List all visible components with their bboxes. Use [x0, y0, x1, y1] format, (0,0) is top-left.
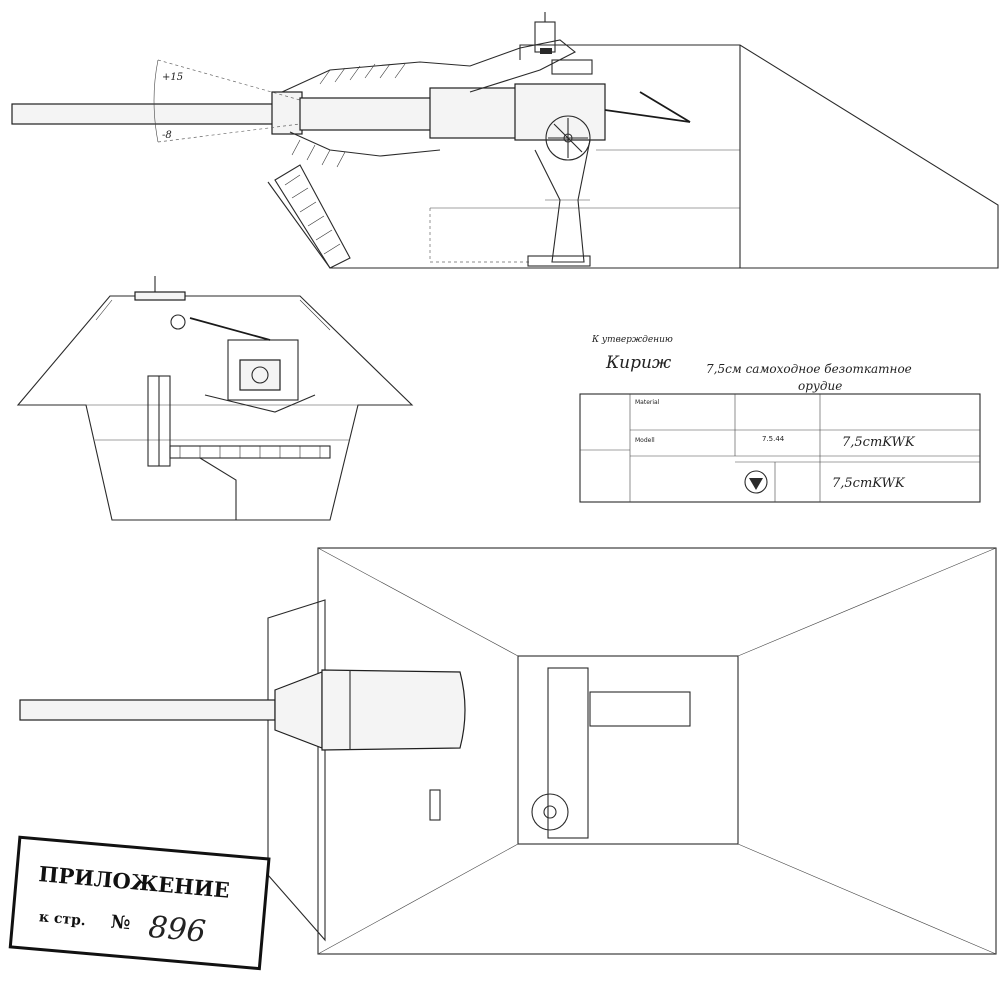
depression-angle-label: -8 — [162, 130, 172, 141]
stamp-prefix: к стр. — [38, 909, 86, 929]
side-elevation-view: +15 -8 — [11, 12, 999, 269]
plan-handwheel — [531, 793, 569, 831]
plan-gun-barrel — [19, 699, 276, 721]
gun-pedestal — [534, 139, 591, 263]
date-value: 7.5.44 — [762, 435, 785, 443]
approval-signature: Кириж — [605, 353, 672, 373]
elevation-angle-label: +15 — [162, 72, 183, 83]
stamp-header: ПРИЛОЖЕНИЕ — [38, 861, 231, 903]
gun-code-primary: 7,5cmKWK — [842, 435, 916, 450]
section-traverse-arm — [189, 317, 271, 341]
recoil-housing — [514, 83, 606, 141]
plan-cradle — [547, 667, 589, 839]
title-block: Material Modell 7.5.44 7,5cmKWK 7,5cmKWK — [579, 393, 981, 503]
archive-stamp: ПРИЛОЖЕНИЕ к стр. № 896 — [8, 835, 271, 971]
front-plate — [274, 164, 351, 269]
sight-periscope — [534, 21, 556, 53]
plan-view — [19, 547, 997, 955]
approval-label: К утверждению — [591, 335, 673, 345]
gun-code-secondary: 7,5cmKWK — [832, 476, 906, 491]
drawing-title-line-1: 7,5см самоходное безоткатное — [706, 362, 912, 376]
plan-hull-outline — [317, 547, 997, 955]
muzzle-mantlet — [271, 91, 303, 135]
breech-block — [429, 87, 521, 139]
section-hull-outline — [16, 295, 414, 521]
fighting-compartment — [517, 655, 739, 845]
material-label: Material — [635, 399, 660, 406]
stamp-number: 896 — [147, 910, 207, 950]
section-breech — [227, 339, 299, 401]
side-gun-barrel — [11, 103, 278, 125]
plan-mantlet — [274, 671, 323, 749]
approval-note: К утверждению Кириж 7,5см самоходное без… — [591, 335, 912, 393]
drawing-title-line-2: орудие — [798, 379, 842, 393]
side-hidden-line — [429, 208, 530, 263]
stamp-number-sign: № — [110, 912, 131, 935]
front-section-view — [16, 276, 414, 521]
company-logo — [744, 470, 768, 494]
model-label: Modell — [635, 437, 655, 444]
elevation-ray — [157, 59, 301, 101]
elevation-handwheel — [545, 115, 591, 161]
side-hull-outline — [267, 44, 999, 269]
